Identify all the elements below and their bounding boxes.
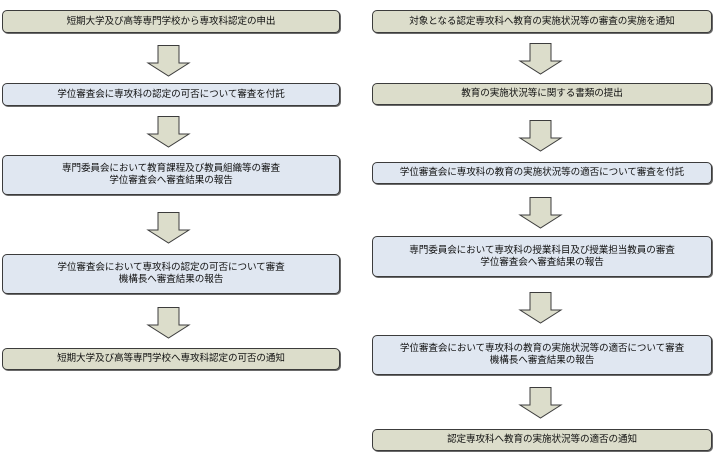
- step-text-line-1: 専門委員会において教育課程及び教員組織等の審査: [61, 163, 281, 174]
- right-step-5-council-review: 学位審査会において専攻科の教育の実施状況等の適否について審査 機構長へ審査結果の…: [372, 335, 712, 375]
- right-step-4-committee-review: 専門委員会において専攻科の授業科目及び授業担当教員の審査 学位審査会へ審査結果の…: [372, 236, 712, 277]
- step-text-line-1: 学位審査会において専攻科の教育の実施状況等の適否について審査: [399, 343, 685, 354]
- right-step-6-result-notification: 認定専攻科へ教育の実施状況等の適否の通知: [372, 429, 712, 451]
- left-step-4-council-review: 学位審査会において専攻科の認定の可否について審査 機構長へ審査結果の報告: [2, 254, 340, 294]
- right-step-1-notice: 対象となる認定専攻科へ教育の実施状況等の審査の実施を通知: [372, 10, 712, 33]
- left-step-1-application: 短期大学及び高等専門学校から専攻科認定の申出: [2, 10, 340, 33]
- right-step-2-document-submission: 教育の実施状況等に関する書類の提出: [372, 83, 712, 105]
- down-arrow-icon: [518, 43, 563, 75]
- step-text: 学位審査会に専攻科の認定の可否について審査を付託: [57, 88, 285, 100]
- right-step-3-referral: 学位審査会に専攻科の教育の実施状況等の適否について審査を付託: [372, 162, 712, 184]
- left-step-5-notification: 短期大学及び高等専門学校へ専攻科認定の可否の通知: [2, 348, 340, 370]
- down-arrow-icon: [146, 212, 191, 244]
- down-arrow-icon: [146, 307, 191, 339]
- left-step-3-committee-review: 専門委員会において教育課程及び教員組織等の審査 学位審査会へ審査結果の報告: [2, 155, 340, 195]
- step-text: 短期大学及び高等専門学校から専攻科認定の申出: [66, 15, 276, 27]
- down-arrow-icon: [518, 120, 563, 152]
- step-text: 学位審査会に専攻科の教育の実施状況等の適否について審査を付託: [399, 167, 685, 178]
- step-text: 対象となる認定専攻科へ教育の実施状況等の審査の実施を通知: [409, 15, 675, 27]
- step-text: 認定専攻科へ教育の実施状況等の適否の通知: [447, 434, 637, 445]
- down-arrow-icon: [146, 116, 191, 148]
- down-arrow-icon: [518, 197, 563, 229]
- left-step-2-referral: 学位審査会に専攻科の認定の可否について審査を付託: [2, 83, 340, 106]
- step-text-line-2: 機構長へ審査結果の報告: [118, 274, 224, 285]
- down-arrow-icon: [518, 292, 563, 324]
- step-text: 短期大学及び高等専門学校へ専攻科認定の可否の通知: [57, 353, 285, 364]
- step-text-line-2: 学位審査会へ審査結果の報告: [109, 175, 233, 186]
- down-arrow-icon: [518, 387, 563, 419]
- down-arrow-icon: [146, 45, 191, 77]
- step-text: 教育の実施状況等に関する書類の提出: [461, 88, 623, 99]
- step-text-line-1: 専門委員会において専攻科の授業科目及び授業担当教員の審査: [409, 244, 675, 256]
- step-text-line-2: 機構長へ審査結果の報告: [489, 355, 595, 366]
- step-text-line-2: 学位審査会へ審査結果の報告: [480, 256, 604, 268]
- step-text-line-1: 学位審査会において専攻科の認定の可否について審査: [57, 262, 285, 273]
